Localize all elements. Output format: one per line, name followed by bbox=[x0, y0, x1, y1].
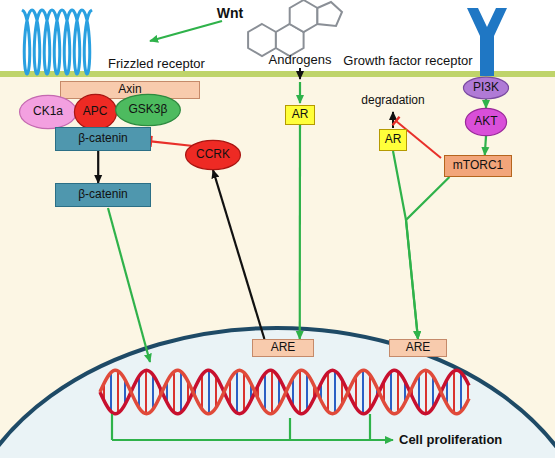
base-pair bbox=[173, 371, 175, 412]
node-text: ARE bbox=[271, 341, 296, 354]
catenin-dna-arrow bbox=[108, 208, 150, 362]
node-text: AR bbox=[385, 133, 402, 146]
gsk3b-oval: GSK3β bbox=[115, 94, 181, 126]
node-shape bbox=[20, 95, 77, 128]
node-text: APC bbox=[83, 105, 108, 118]
node-text: β-catenin bbox=[78, 132, 128, 145]
base-pair bbox=[152, 375, 154, 410]
node-text: ARE bbox=[406, 341, 431, 354]
ccrk-oval: CCRK bbox=[185, 140, 241, 170]
degradation-arrow bbox=[392, 112, 394, 128]
base-pair bbox=[418, 375, 420, 410]
androgen-entry-arrow bbox=[299, 68, 301, 79]
base-pair bbox=[243, 372, 245, 412]
receptor-label: Frizzled receptor bbox=[108, 57, 205, 72]
receptor-label: Growth factor receptor bbox=[343, 54, 472, 69]
axin-box: Axin bbox=[60, 81, 200, 99]
cell-membrane bbox=[0, 71, 555, 77]
output-line bbox=[369, 414, 371, 440]
steroid-ring bbox=[248, 24, 276, 56]
output-line bbox=[112, 439, 393, 441]
node-shape bbox=[186, 140, 241, 169]
activation-connector bbox=[485, 99, 487, 108]
inhibition-connector bbox=[151, 141, 193, 146]
activation-connector bbox=[299, 125, 301, 339]
node-shape bbox=[74, 94, 116, 129]
base-pair bbox=[453, 371, 455, 414]
steroid-ring bbox=[290, 0, 318, 32]
output-line bbox=[289, 418, 291, 440]
dna-strand bbox=[100, 370, 469, 413]
base-pair bbox=[369, 375, 371, 410]
node-text: CK1a bbox=[33, 105, 63, 118]
node-shape bbox=[465, 108, 506, 135]
base-pair bbox=[110, 372, 112, 412]
ar-box: AR bbox=[379, 129, 407, 151]
ar-box: AR bbox=[285, 105, 315, 125]
mtorc1-box: mTORC1 bbox=[444, 155, 512, 177]
androgen-ar-arrow bbox=[299, 82, 301, 103]
are-box: ARE bbox=[389, 339, 447, 357]
base-pair bbox=[299, 370, 301, 413]
receptor-coil bbox=[22, 10, 92, 74]
base-pair bbox=[425, 370, 427, 414]
catenin-box: β-catenin bbox=[55, 183, 151, 207]
node-shape bbox=[116, 94, 181, 125]
activation-connector bbox=[485, 136, 486, 155]
wnt-arrow bbox=[150, 21, 222, 41]
base-pair bbox=[208, 370, 210, 414]
node-text: β-catenin bbox=[78, 188, 128, 201]
catenin-box: β-catenin bbox=[55, 127, 151, 151]
proliferation-lines bbox=[112, 414, 393, 440]
activation-connector bbox=[213, 170, 264, 339]
pi3k-oval: PI3K bbox=[463, 77, 509, 99]
base-pair bbox=[327, 372, 329, 412]
growth-factor-receptor bbox=[467, 8, 507, 76]
node-text: mTORC1 bbox=[453, 159, 503, 172]
node-text: GSK3β bbox=[129, 103, 168, 116]
outcome-label: Cell proliferation bbox=[399, 433, 502, 448]
base-pair bbox=[390, 371, 392, 412]
steroid-ring bbox=[317, 2, 342, 26]
base-pair bbox=[271, 370, 273, 413]
node-text: AR bbox=[292, 108, 309, 121]
base-pair bbox=[306, 373, 308, 410]
base-pair bbox=[334, 371, 336, 414]
node-text: AKT bbox=[474, 115, 497, 128]
dna-helix bbox=[100, 370, 469, 414]
base-pair bbox=[362, 370, 364, 414]
node-text: CCRK bbox=[196, 148, 230, 161]
dna-strand bbox=[100, 370, 469, 413]
base-pair bbox=[117, 371, 119, 414]
output-line bbox=[111, 414, 113, 440]
ligand-label: Wnt bbox=[217, 5, 243, 21]
androgen-molecule bbox=[248, 0, 342, 56]
base-pair bbox=[180, 371, 182, 412]
base-pair bbox=[397, 371, 399, 412]
are-box: ARE bbox=[252, 339, 314, 357]
ck1a-oval: CK1a bbox=[19, 95, 77, 129]
base-pair bbox=[236, 371, 238, 414]
base-pair bbox=[460, 372, 462, 412]
activation-connector bbox=[393, 151, 418, 339]
apc-circle: APC bbox=[74, 94, 117, 130]
activation-connector bbox=[97, 151, 99, 183]
base-pair bbox=[201, 375, 203, 410]
node-shape bbox=[463, 77, 508, 99]
node-text: PI3K bbox=[473, 81, 499, 94]
ligand-label: Androgens bbox=[269, 53, 332, 68]
process-label: degradation bbox=[361, 94, 424, 108]
frizzled-receptor bbox=[22, 10, 92, 74]
base-pair bbox=[264, 373, 266, 410]
base-pair bbox=[145, 370, 147, 414]
akt-circle: AKT bbox=[465, 108, 507, 136]
activation-connector bbox=[406, 177, 449, 339]
nucleus bbox=[0, 328, 555, 458]
